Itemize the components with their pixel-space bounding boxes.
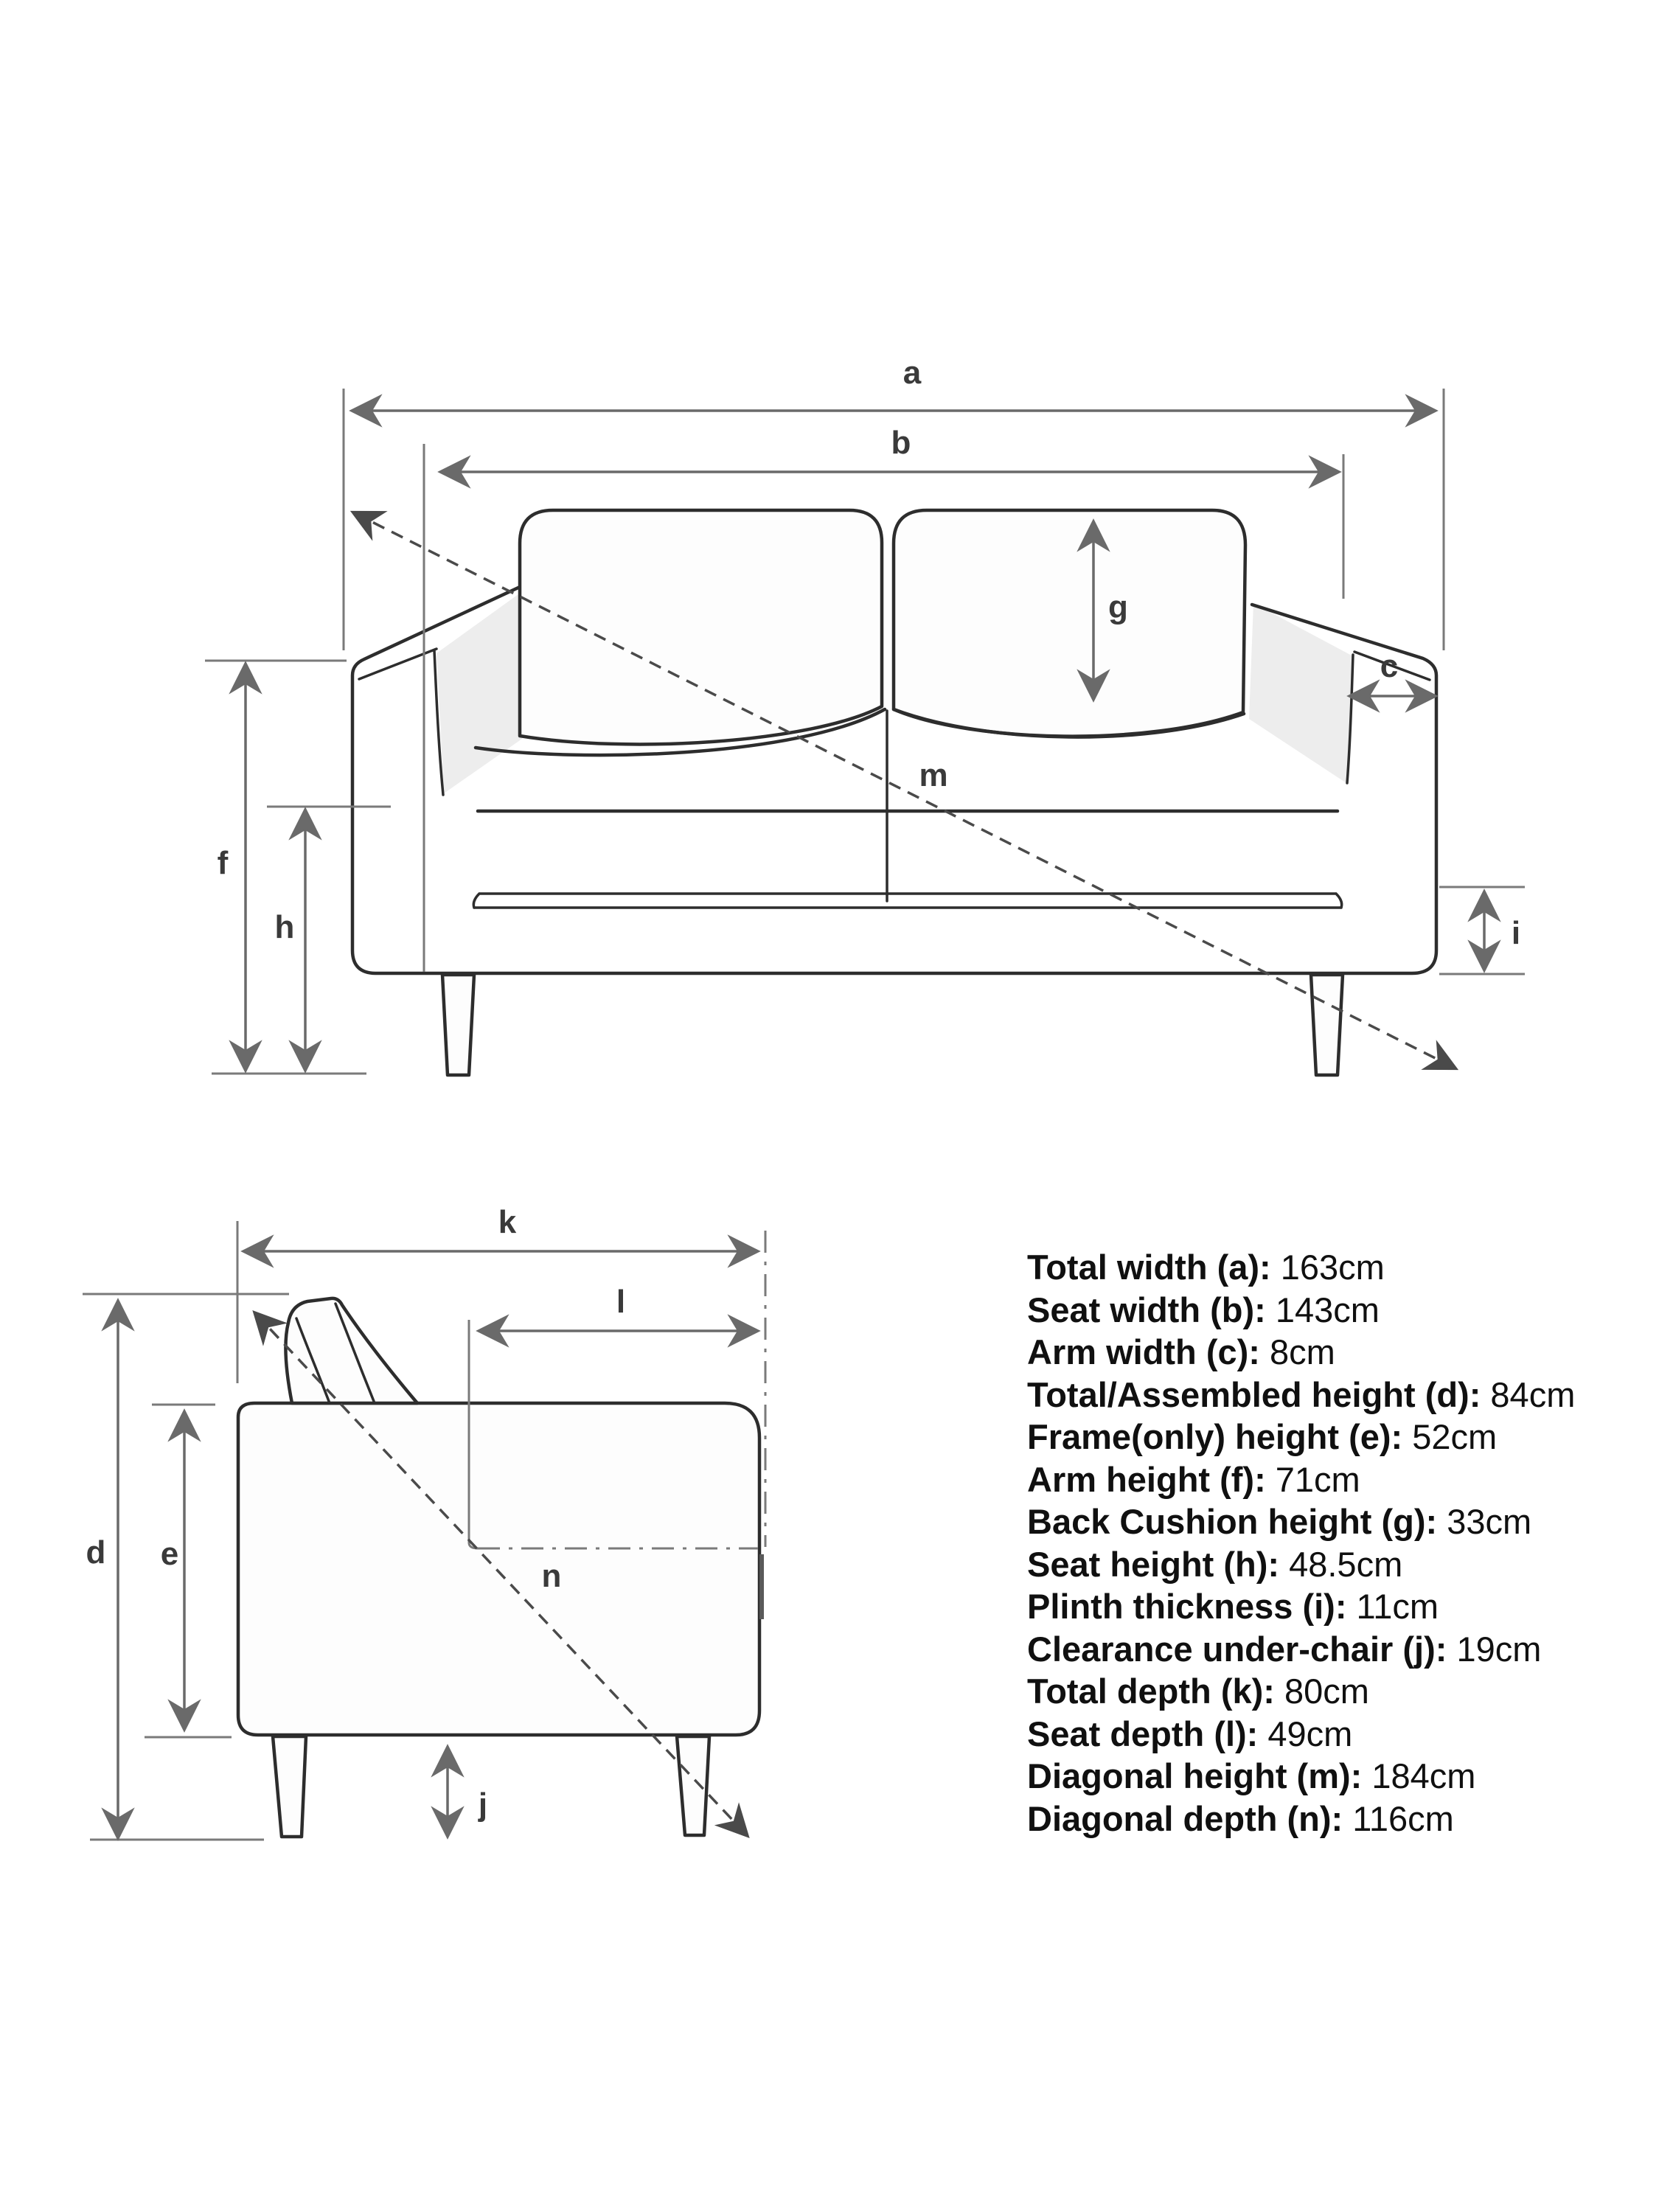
dim-i: i xyxy=(1439,886,1525,975)
spec-value: 11cm xyxy=(1356,1587,1439,1626)
dim-m: m xyxy=(349,510,1459,1071)
spec-value: 163cm xyxy=(1280,1248,1385,1287)
spec-line: Arm height (f): 71cm xyxy=(1027,1458,1617,1501)
spec-label: Clearance under-chair (j): xyxy=(1027,1629,1457,1669)
spec-line: Diagonal depth (n): 116cm xyxy=(1027,1798,1617,1840)
spec-label: Arm height (f): xyxy=(1027,1459,1276,1499)
spec-label: Total width (a): xyxy=(1027,1248,1281,1287)
spec-line: Total depth (k): 80cm xyxy=(1027,1670,1617,1713)
dim-d: d xyxy=(83,1293,289,1841)
spec-value: 33cm xyxy=(1447,1502,1532,1541)
spec-label: Diagonal depth (n): xyxy=(1027,1798,1353,1838)
front-view-right-leg xyxy=(1309,973,1345,1077)
back-cushion-right xyxy=(891,508,1248,738)
spec-label: Arm width (c): xyxy=(1027,1332,1270,1371)
dim-f-label: f xyxy=(218,845,229,881)
dim-h-label: h xyxy=(275,909,295,945)
spec-value: 19cm xyxy=(1456,1629,1542,1669)
spec-line: Seat depth (l): 49cm xyxy=(1027,1713,1617,1756)
spec-value: 80cm xyxy=(1284,1672,1369,1711)
dim-e: e xyxy=(145,1403,232,1739)
dim-n: n xyxy=(252,1310,750,1838)
dim-e-label: e xyxy=(161,1536,178,1572)
dim-k: k xyxy=(236,1204,767,1547)
spec-label: Back Cushion height (g): xyxy=(1027,1502,1447,1541)
side-back-cushion xyxy=(284,1296,420,1405)
sofa-side-body xyxy=(236,1401,762,1737)
dim-c-label: c xyxy=(1380,648,1398,684)
dim-d-label: d xyxy=(86,1534,106,1571)
spec-value: 48.5cm xyxy=(1289,1544,1403,1584)
left-arm-seam xyxy=(358,647,445,796)
spec-label: Seat depth (l): xyxy=(1027,1714,1268,1753)
spec-line: Total width (a): 163cm xyxy=(1027,1246,1617,1289)
side-view: k l d e n xyxy=(83,1204,767,1841)
spec-label: Total/Assembled height (d): xyxy=(1027,1374,1491,1414)
spec-line: Plinth thickness (i): 11cm xyxy=(1027,1585,1617,1628)
side-view-back-leg xyxy=(271,1734,308,1839)
spec-value: 52cm xyxy=(1412,1417,1498,1456)
dim-j-label: j xyxy=(478,1787,487,1823)
dim-h: h xyxy=(267,805,391,1074)
dim-n-label: n xyxy=(542,1558,562,1594)
side-view-front-leg xyxy=(675,1734,712,1837)
spec-label: Seat width (b): xyxy=(1027,1290,1276,1329)
back-cushion-left xyxy=(518,508,884,746)
spec-line: Arm width (c): 8cm xyxy=(1027,1331,1617,1374)
front-view: a b g c m f xyxy=(205,355,1525,1077)
spec-line: Seat width (b): 143cm xyxy=(1027,1289,1617,1332)
spec-label: Diagonal height (m): xyxy=(1027,1756,1372,1795)
spec-label: Frame(only) height (e): xyxy=(1027,1417,1413,1456)
front-sofa-drawing xyxy=(350,508,1439,1077)
dim-a-label: a xyxy=(903,355,922,391)
spec-line: Total/Assembled height (d): 84cm xyxy=(1027,1374,1617,1416)
spec-line: Seat height (h): 48.5cm xyxy=(1027,1543,1617,1586)
spec-line: Clearance under-chair (j): 19cm xyxy=(1027,1628,1617,1671)
dim-g-label: g xyxy=(1108,589,1128,625)
spec-line: Diagonal height (m): 184cm xyxy=(1027,1755,1617,1798)
spec-label: Total depth (k): xyxy=(1027,1672,1284,1711)
spec-value: 71cm xyxy=(1275,1459,1360,1499)
spec-value: 116cm xyxy=(1352,1798,1454,1838)
spec-value: 84cm xyxy=(1490,1374,1576,1414)
spec-label: Seat height (h): xyxy=(1027,1544,1290,1584)
dim-f: f xyxy=(205,659,366,1075)
dim-b-label: b xyxy=(891,425,911,461)
front-view-left-leg xyxy=(440,973,476,1077)
spec-value: 143cm xyxy=(1275,1290,1380,1329)
dim-k-label: k xyxy=(498,1204,517,1240)
spec-value: 184cm xyxy=(1371,1756,1476,1795)
spec-line: Frame(only) height (e): 52cm xyxy=(1027,1416,1617,1458)
spec-value: 49cm xyxy=(1267,1714,1353,1753)
dim-j: j xyxy=(431,1744,487,1840)
dim-l-label: l xyxy=(616,1284,625,1320)
dim-i-label: i xyxy=(1512,915,1520,951)
seat-piping-top xyxy=(472,892,1343,909)
spec-value: 8cm xyxy=(1269,1332,1335,1371)
dim-m-label: m xyxy=(919,757,947,793)
spec-line: Back Cushion height (g): 33cm xyxy=(1027,1500,1617,1543)
spec-label: Plinth thickness (i): xyxy=(1027,1587,1357,1626)
